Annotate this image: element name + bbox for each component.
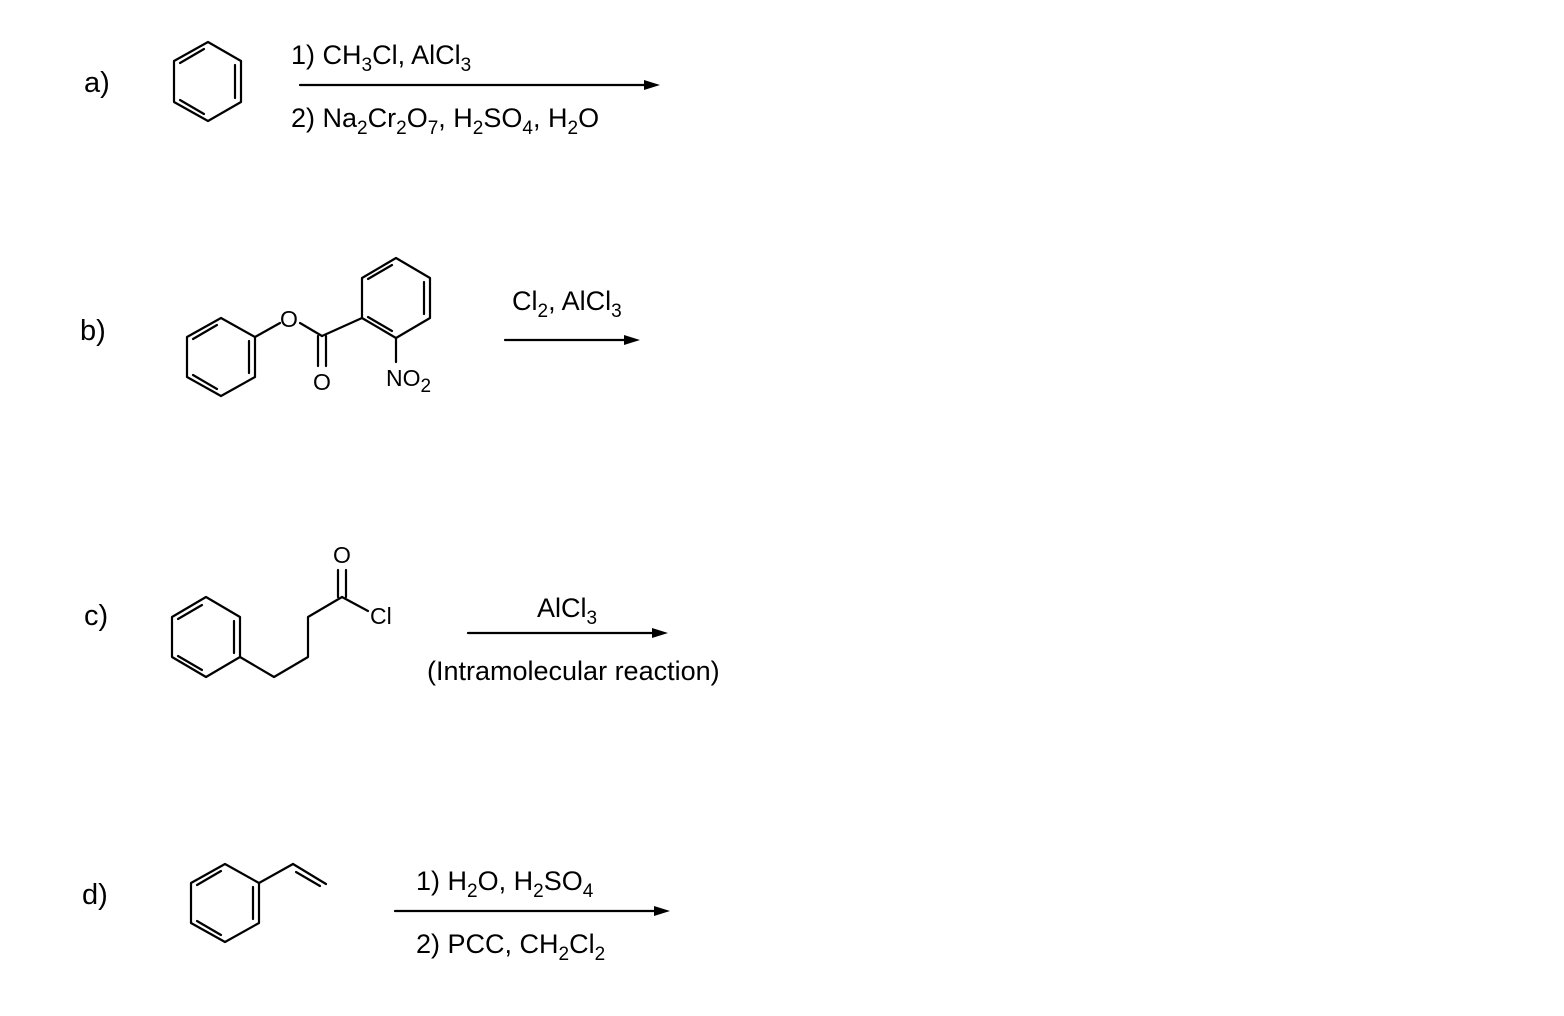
reaction-d-arrow [393, 906, 670, 916]
reaction-d-reagents-below: 2) PCC, CH2Cl2 [416, 929, 605, 965]
reagent-segment: 2 [357, 118, 368, 139]
reagent-segment: Cl [569, 929, 595, 959]
ester-oxygen: O [280, 306, 298, 332]
reagent-segment: Cl [512, 286, 538, 316]
reagent-segment: 1) CH [291, 40, 362, 70]
reagent-segment: 2 [396, 118, 407, 139]
reaction-b-label: b) [80, 315, 106, 347]
reagent-segment: , AlCl [548, 286, 611, 316]
chloride-atom: Cl [370, 603, 392, 629]
reagent-segment: 4 [522, 118, 533, 139]
styrene-structure [189, 862, 328, 944]
reaction-d-label: d) [82, 879, 108, 911]
reaction-c-arrow [466, 628, 668, 638]
reaction-a-reagents-above: 1) CH3Cl, AlCl3 [291, 40, 471, 76]
reaction-c-reagents-below: (Intramolecular reaction) [427, 656, 720, 686]
reagent-segment: 1) H [416, 866, 467, 896]
reaction-a-arrow [298, 80, 660, 90]
reaction-b-arrow [503, 335, 640, 345]
reaction-b: b) O O NO2 Cl2, AlCl3 [80, 256, 640, 398]
reagent-segment: O, H [478, 866, 534, 896]
reaction-d-reagents-above: 1) H2O, H2SO4 [416, 866, 594, 902]
nitro-group: NO2 [386, 365, 431, 397]
reaction-c: c) O Cl AlCl3 (Intramolecular reaction) [84, 542, 720, 686]
reagent-segment: 3 [587, 608, 598, 629]
reaction-a-reagents-below: 2) Na2Cr2O7, H2SO4, H2O [291, 103, 599, 139]
reagent-segment: SO [544, 866, 583, 896]
reaction-c-reagents-above: AlCl3 [537, 593, 597, 629]
reagent-segment: 2) Na [291, 103, 358, 133]
reaction-b-reagents-above: Cl2, AlCl3 [512, 286, 622, 322]
benzene-structure [172, 40, 243, 123]
reagent-segment: , H [533, 103, 568, 133]
reagent-segment: 2 [533, 881, 544, 902]
reaction-a: a) 1) CH3Cl, AlCl3 2) Na2Cr2O7, H2SO4, H… [84, 40, 660, 139]
reagent-segment: 2 [567, 118, 578, 139]
reagent-segment: 7 [428, 118, 439, 139]
reagent-segment: 2 [538, 301, 549, 322]
reagent-segment: SO [483, 103, 522, 133]
reaction-d: d) 1) H2O, H2SO4 2) PCC, CH2Cl2 [82, 862, 670, 965]
reagent-segment: 2 [467, 881, 478, 902]
reagent-segment: 2 [559, 944, 570, 965]
reagent-segment: O [407, 103, 428, 133]
carbonyl-oxygen-c: O [333, 542, 351, 568]
reaction-c-label: c) [84, 600, 108, 632]
reagent-segment: 4 [583, 881, 594, 902]
reagent-segment: AlCl [537, 593, 587, 623]
reagent-segment: O [578, 103, 599, 133]
reagent-segment: 2 [595, 944, 606, 965]
reagent-segment: (Intramolecular reaction) [427, 656, 720, 686]
reagent-segment: , H [438, 103, 473, 133]
reagent-segment: Cr [368, 103, 397, 133]
reagent-segment: 3 [461, 55, 472, 76]
reagent-segment: 2) PCC, CH [416, 929, 559, 959]
phenyl-2-nitrobenzoate-structure: O O NO2 [185, 256, 432, 398]
reagent-segment: 3 [611, 301, 622, 322]
4-phenylbutanoyl-chloride-structure: O Cl [170, 542, 392, 679]
reaction-a-label: a) [84, 67, 110, 99]
carbonyl-oxygen: O [313, 369, 331, 395]
reagent-segment: Cl, AlCl [372, 40, 461, 70]
reagent-segment: 3 [362, 55, 373, 76]
reagent-segment: 2 [473, 118, 484, 139]
